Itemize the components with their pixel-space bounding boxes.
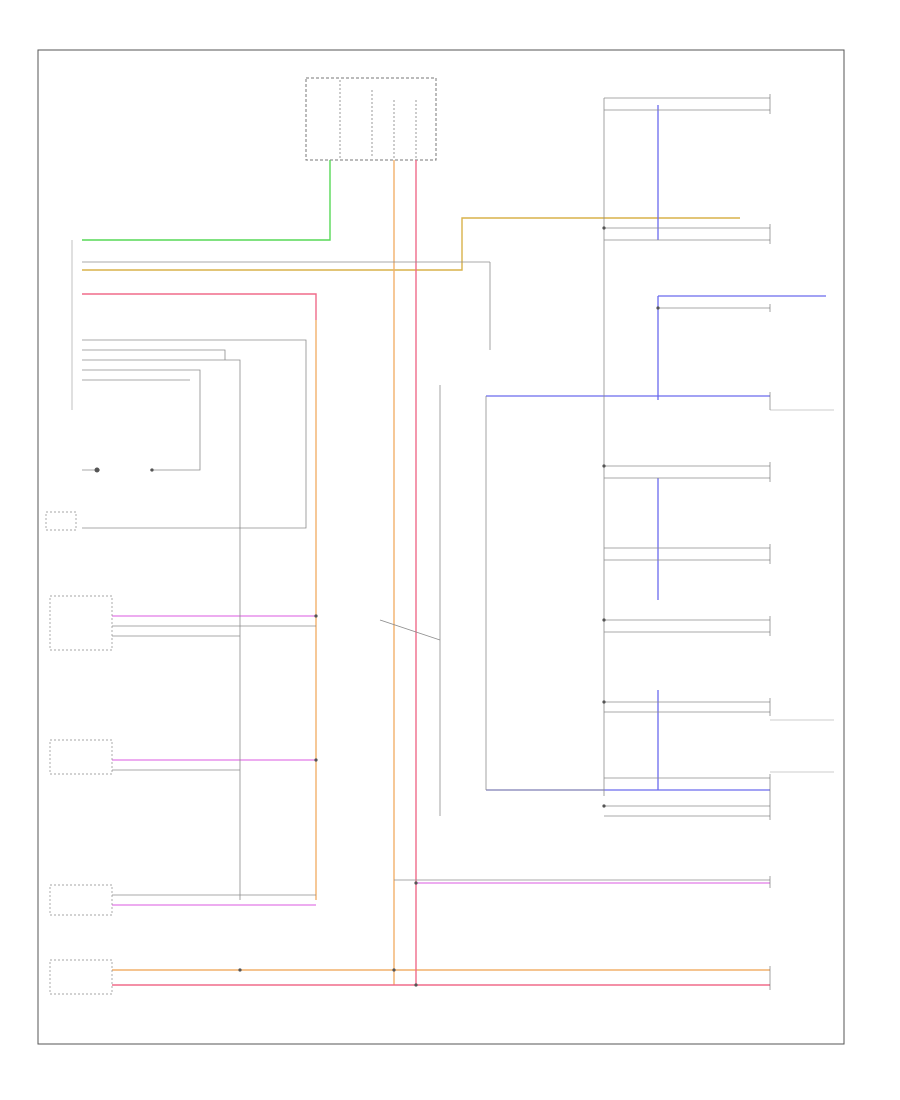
splice-dots <box>94 226 660 987</box>
left-components <box>45 511 113 995</box>
blue-wires <box>486 105 826 791</box>
grey-wires <box>82 97 770 900</box>
red-wire-left <box>82 293 317 320</box>
yellow-wire <box>82 217 740 271</box>
diagram-frame <box>37 49 845 1045</box>
green-wire <box>82 160 331 241</box>
right-separators <box>770 409 834 773</box>
orange-wire <box>112 160 770 985</box>
red-wire-main <box>112 160 770 986</box>
pink-wires <box>112 615 770 906</box>
junction-box-top <box>305 77 437 161</box>
